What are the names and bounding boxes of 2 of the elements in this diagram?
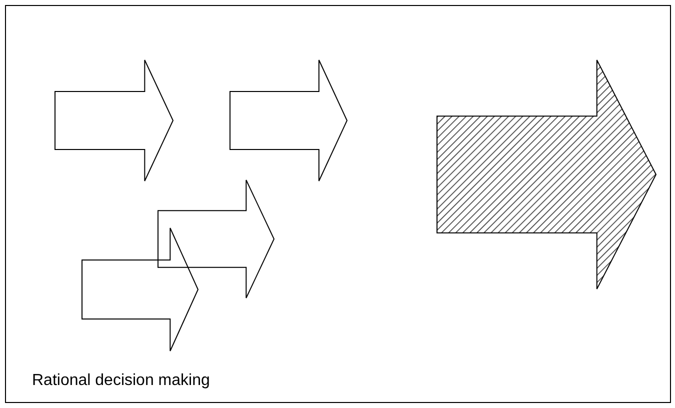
- caption-text: Rational decision making: [32, 372, 210, 390]
- frame-border: [5, 5, 671, 403]
